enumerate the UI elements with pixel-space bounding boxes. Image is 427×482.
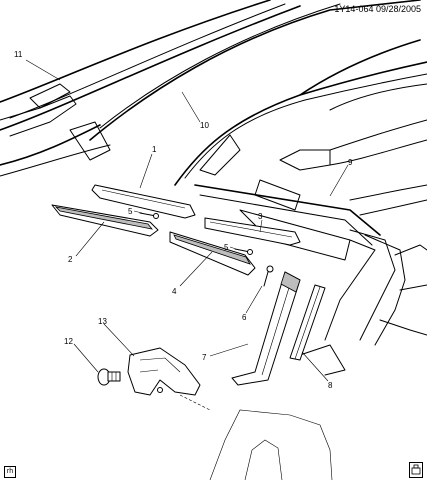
part-5-screw-lower [234, 248, 253, 255]
callout-1: 1 [152, 145, 157, 154]
roof-header-panel [0, 0, 301, 177]
part-4-weatherstrip [169, 231, 256, 276]
rh-indicator-icon: rh [4, 466, 16, 478]
convertible-top-frame [89, 0, 427, 186]
callout-5-upper: 5 [128, 207, 133, 216]
callout-10: 10 [200, 121, 209, 130]
part-6-screw [263, 265, 274, 287]
vehicle-side-icon [409, 462, 423, 478]
diagram-id-date: 1Y14-064 09/28/2005 [334, 4, 421, 14]
part-1-weatherstrip [91, 184, 196, 219]
leader-lines [25, 59, 349, 382]
part-8-weatherstrip [289, 284, 326, 361]
callout-6: 6 [242, 313, 247, 322]
part-7-belt-weatherstrip [231, 271, 301, 386]
callout-5-lower: 5 [224, 243, 229, 252]
part-2-weatherstrip [51, 204, 159, 237]
callout-7: 7 [202, 353, 207, 362]
callout-3: 3 [258, 212, 263, 221]
callout-13: 13 [98, 317, 107, 326]
car-glyph-icon [411, 464, 421, 475]
side-rail-assembly [194, 119, 427, 346]
lower-door-panel [209, 409, 333, 480]
callout-9: 9 [348, 158, 353, 167]
callout-11: 11 [14, 50, 23, 59]
callout-labels: 11 1 2 3 4 5 5 6 7 8 9 10 12 13 [14, 50, 353, 390]
part-12-fastener [97, 368, 121, 386]
part-5-screw-upper [139, 212, 159, 219]
screw-fasteners [97, 212, 274, 386]
part-13-bracket [127, 347, 211, 411]
callout-2: 2 [68, 255, 73, 264]
part-3-weatherstrip [204, 217, 301, 246]
callout-4: 4 [172, 287, 177, 296]
callout-8: 8 [328, 381, 333, 390]
callout-12: 12 [64, 337, 73, 346]
